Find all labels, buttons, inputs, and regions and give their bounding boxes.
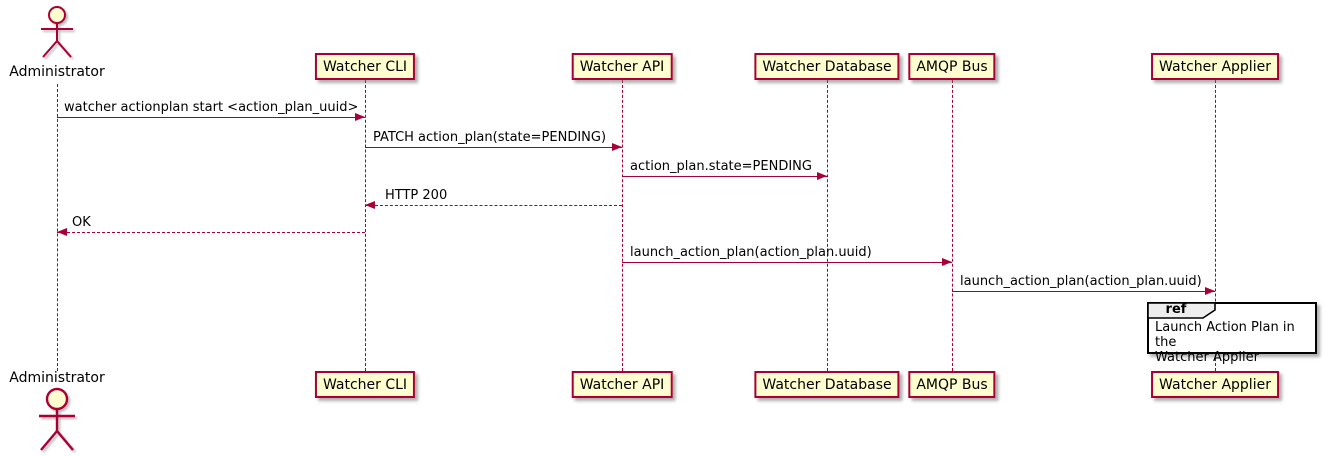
- message-label: OK: [72, 215, 91, 230]
- message-label: PATCH action_plan(state=PENDING): [373, 130, 607, 145]
- message-line: [365, 205, 622, 206]
- participant-watcher-api-bottom: Watcher API: [571, 371, 673, 398]
- arrowhead-icon: [1205, 287, 1215, 295]
- message-line: [952, 291, 1215, 292]
- message-label: launch_action_plan(action_plan.uuid): [960, 274, 1202, 289]
- participant-watcher-applier-bottom: Watcher Applier: [1151, 371, 1279, 398]
- message-line: [57, 117, 365, 118]
- message-line: [57, 232, 365, 233]
- arrowhead-icon: [365, 201, 375, 209]
- participant-watcher-database-bottom: Watcher Database: [754, 371, 900, 398]
- participant-amqp-bus-bottom: AMQP Bus: [908, 371, 996, 398]
- actor-label-bottom: Administrator: [9, 370, 105, 386]
- message-label: HTTP 200: [385, 188, 448, 203]
- participant-amqp-bus-top: AMQP Bus: [908, 53, 996, 80]
- participant-watcher-database-top: Watcher Database: [754, 53, 900, 80]
- message-label: action_plan.state=PENDING: [630, 159, 812, 174]
- actor-label-top: Administrator: [9, 64, 105, 80]
- lifeline-amqp-bus: [952, 80, 953, 371]
- actor-icon-bottom: [35, 386, 79, 456]
- ref-fragment: ref Launch Action Plan in the Watcher Ap…: [1147, 302, 1317, 365]
- message-line: [622, 176, 827, 177]
- actor-icon-top: [35, 4, 79, 64]
- lifeline-watcher-applier: [1215, 80, 1216, 371]
- lifeline-watcher-database: [827, 80, 828, 371]
- ref-text: Launch Action Plan in the Watcher Applie…: [1155, 320, 1295, 365]
- participant-watcher-applier-top: Watcher Applier: [1151, 53, 1279, 80]
- message-line: [365, 147, 622, 148]
- ref-header: ref: [1147, 302, 1217, 319]
- message-label: watcher actionplan start <action_plan_uu…: [64, 100, 359, 115]
- message-label: launch_action_plan(action_plan.uuid): [630, 245, 872, 260]
- ref-keyword: ref: [1165, 302, 1187, 317]
- arrowhead-icon: [355, 113, 365, 121]
- lifeline-watcher-api: [622, 80, 623, 371]
- lifeline-administrator: [57, 84, 58, 371]
- message-line: [622, 262, 952, 263]
- arrowhead-icon: [942, 258, 952, 266]
- participant-watcher-cli-bottom: Watcher CLI: [314, 371, 416, 398]
- arrowhead-icon: [817, 172, 827, 180]
- lifeline-watcher-cli: [365, 80, 366, 371]
- arrowhead-icon: [612, 143, 622, 151]
- arrowhead-icon: [57, 228, 67, 236]
- participant-watcher-cli-top: Watcher CLI: [314, 53, 416, 80]
- participant-watcher-api-top: Watcher API: [571, 53, 673, 80]
